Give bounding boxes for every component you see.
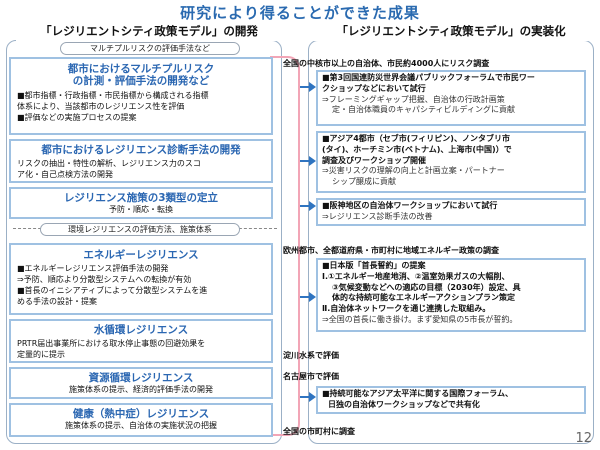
block-multiple-risk: 都市におけるマルチプルリスク の計測・評価手法の開発など ■都市指標・行政指標・… xyxy=(9,57,273,135)
left-column-header: 「レジリエントシティ政策モデル」の開発 xyxy=(16,22,282,41)
block-line: PRTR届出事業所における取水停止事態の回避効果を xyxy=(17,339,206,348)
block-health: 健康（熱中症）レジリエンス 施策体系の提示、自治体の実施状況の把握 xyxy=(9,403,273,437)
block-water: 水循環レジリエンス PRTR届出事業所における取水停止事態の回避効果を 定量的に… xyxy=(9,319,273,363)
result-line: ■阪神地区の自治体ワークショップにおいて試行 xyxy=(322,201,498,210)
result-line: (タイ)、ホーチミン市(ベトナム)、上海市(中国)）で xyxy=(322,144,512,154)
arrow-right xyxy=(300,201,316,211)
caption-municipal-survey: 全国の市町村に調査 xyxy=(283,427,355,436)
block-line: ■評価などの実施プロセスの提案 xyxy=(17,113,137,122)
block-line: ■エネルギーレジリエンス評価手法の開発 xyxy=(17,264,169,273)
result-box-mayors-pledge: ■日本版「首長誓約」の提案 Ⅰ.①エネルギー地産地消、②温室効果ガスの大幅削、 … xyxy=(316,258,586,332)
result-sub: シップ醸成に貢献 xyxy=(332,177,396,187)
block-line: リスクの抽出・特性の解析、レジリエンス力のスコ xyxy=(17,159,201,168)
result-line: 体的な持続可能なエネルギーアクションプラン策定 xyxy=(332,293,516,303)
result-sub: ⇒全国の首長に働き掛け。まず愛知県の5市長が誓約。 xyxy=(322,314,518,324)
pill-environment: 環境レジリエンスの評価方法、施策体系 xyxy=(40,223,240,236)
result-line: ■第3回国連防災世界会議パブリックフォーラムで市民ワー xyxy=(322,73,535,82)
result-sub: 定・自治体職員のキャパシティビルディングに貢献 xyxy=(332,105,515,115)
result-sub: ⇒フレーミングギャップ把握、自治体の行政計画策 xyxy=(322,94,505,104)
caption-risk-survey: 全国の中核市以上の自治体、市民約4000人にリスク調査 xyxy=(283,59,490,68)
block-line: ■都市指標・行政指標・市民指標から構成される指標 xyxy=(17,91,209,100)
block-line: ■首長のイニシアティブによって分散型システムを進 xyxy=(17,286,208,295)
pink-bracket xyxy=(270,56,300,436)
result-line: クショップなどにおいて試行 xyxy=(322,83,426,93)
block-title: 健康（熱中症）レジリエンス xyxy=(72,408,210,420)
result-line: Ⅰ.①エネルギー地産地消、②温室効果ガスの大幅削、 xyxy=(322,271,510,281)
block-line: ⇒予防、順応より分散型システムへの転換が有効 xyxy=(17,275,192,284)
result-sub: ⇒レジリエンス診断手法の改善 xyxy=(322,211,433,221)
block-center: 施策体系の提示、自治体の実施状況の把握 xyxy=(65,421,217,430)
result-box-hanshin: ■阪神地区の自治体ワークショップにおいて試行 ⇒レジリエンス診断手法の改善 xyxy=(316,198,586,226)
result-line: 調査及びワークショップ開催 xyxy=(322,155,426,165)
arrow-right xyxy=(300,156,316,166)
pill-multiple-risk: マルチプルリスクの評価手法など xyxy=(60,42,240,55)
block-title: 都市におけるレジリエンス診断手法の開発 xyxy=(41,144,241,156)
result-box-asia: ■アジア4都市（セブ市(フィリピン)、ノンタブリ市 (タイ)、ホーチミン市(ベト… xyxy=(316,131,586,193)
result-sub: ⇒災害リスクの理解の向上と計画立案・パートナー xyxy=(322,166,505,176)
block-three-types: レジリエンス施策の3類型の定立 予防・順応・転換 xyxy=(9,187,273,219)
block-line: 体系により、当該都市のレジリエンス性を評価 xyxy=(17,102,185,111)
result-box-international-forum: ■持続可能なアジア太平洋に関する国際フォーラム、 日独の自治体ワークショップなど… xyxy=(316,386,586,414)
arrow-right xyxy=(300,82,316,92)
caption-nagoya: 名古屋市で評価 xyxy=(283,372,339,381)
block-resource: 資源循環レジリエンス 施策体系の提示、経済的評価手法の開発 xyxy=(9,367,273,399)
block-title: 水循環レジリエンス xyxy=(93,324,189,336)
block-title: 資源循環レジリエンス xyxy=(88,372,194,384)
right-column-header: 「レジリエントシティ政策モデル」の実装化 xyxy=(310,22,592,41)
slide-title: 研究により得ることができた成果 xyxy=(180,4,420,22)
arrow-right xyxy=(300,392,316,402)
block-energy: エネルギーレジリエンス ■エネルギーレジリエンス評価手法の開発 ⇒予防、順応より… xyxy=(9,243,273,315)
arrow-right xyxy=(300,292,316,302)
block-title: エネルギーレジリエンス xyxy=(83,249,199,261)
caption-energy-survey: 欧州都市、全都道府県・市町村に地域エネルギー政策の調査 xyxy=(283,246,499,255)
result-box-forum: ■第3回国連防災世界会議パブリックフォーラムで市民ワー クショップなどにおいて試… xyxy=(316,70,586,126)
result-line: ■アジア4都市（セブ市(フィリピン)、ノンタブリ市 xyxy=(322,134,510,143)
block-diagnosis: 都市におけるレジリエンス診断手法の開発 リスクの抽出・特性の解析、レジリエンス力… xyxy=(9,139,273,183)
page-number: 12 xyxy=(575,431,592,446)
block-center: 予防・順応・転換 xyxy=(109,205,173,214)
result-line: ③気候変動などへの適応の目標（2030年）設定、具 xyxy=(332,282,521,292)
block-line: める手法の設計・提案 xyxy=(17,297,97,306)
block-center: 施策体系の提示、経済的評価手法の開発 xyxy=(69,385,213,394)
caption-yodogawa: 淀川水系で評価 xyxy=(283,351,339,360)
block-line: 定量的に提示 xyxy=(17,350,65,359)
result-line: 日独の自治体ワークショップなどで共有化 xyxy=(328,399,480,409)
block-title: 都市におけるマルチプルリスク xyxy=(67,63,215,75)
result-line: ■持続可能なアジア太平洋に関する国際フォーラム、 xyxy=(322,389,513,398)
block-title-2: の計測・評価手法の開発など xyxy=(72,75,210,87)
result-line: Ⅱ.自治体ネットワークを通じ連携した取組み。 xyxy=(322,304,491,314)
result-line: ■日本版「首長誓約」の提案 xyxy=(322,261,426,270)
block-title: レジリエンス施策の3類型の定立 xyxy=(63,192,219,204)
block-line: ア化・自己点検方法の開発 xyxy=(17,170,113,179)
